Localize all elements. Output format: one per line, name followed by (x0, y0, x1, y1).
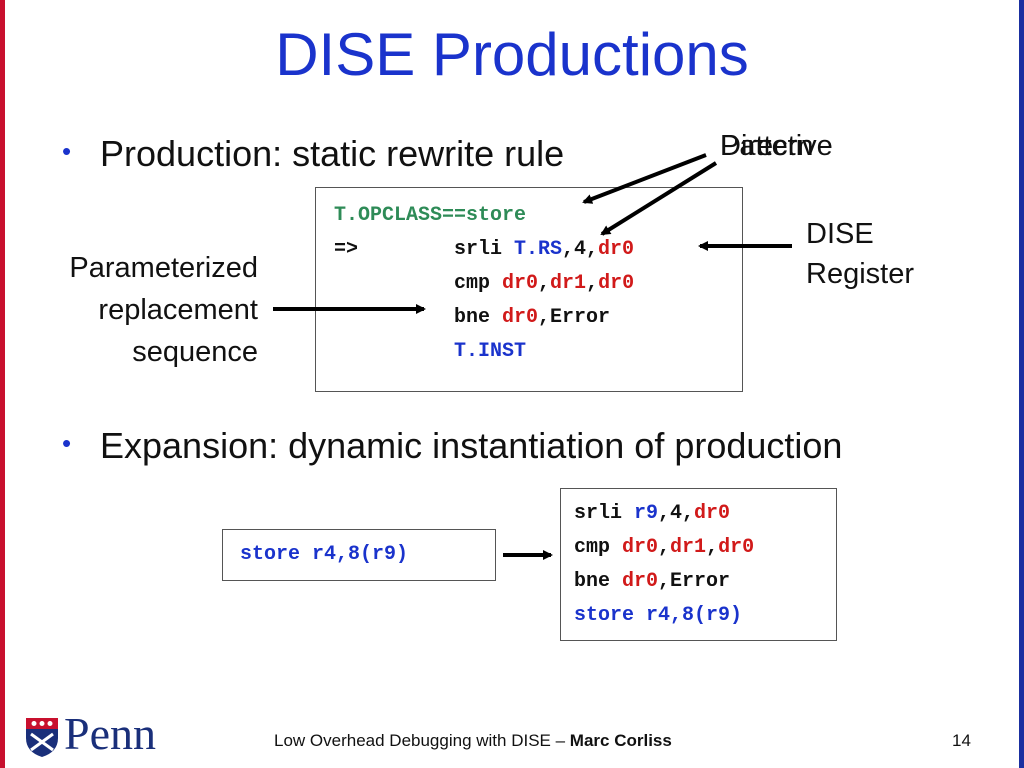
label-dise-register-line2: Register (806, 258, 914, 290)
label-directive: Directive (720, 130, 833, 162)
code-register: dr0 (622, 570, 659, 593)
code-register: dr0 (622, 536, 659, 559)
code-text: , (706, 536, 719, 559)
code-text: ,4, (562, 238, 599, 261)
code-op: srli (454, 238, 515, 261)
code-register: dr1 (550, 272, 587, 295)
code-register: dr0 (598, 238, 635, 261)
slide-title: DISE Productions (275, 21, 749, 88)
footer-talk-title: Low Overhead Debugging with DISE – (274, 731, 570, 750)
production-line-cmp: cmp dr0,dr1,dr0 (454, 272, 634, 295)
code-text: ,Error (538, 306, 611, 329)
penn-shield-icon (26, 718, 58, 757)
code-register: dr0 (502, 272, 539, 295)
expansion-line-bne: bne dr0,Error (574, 570, 730, 593)
code-text: ,Error (658, 570, 731, 593)
bullet-expansion: Expansion: dynamic instantiation of prod… (100, 425, 843, 466)
code-register: dr0 (694, 502, 731, 525)
code-op: srli (574, 502, 635, 525)
code-op: bne (454, 306, 503, 329)
code-op: cmp (574, 536, 623, 559)
label-dise-register-line1: DISE (806, 218, 874, 250)
code-param-trs: T.RS (514, 238, 563, 261)
production-box: T.OPCLASS==store => srli T.RS,4,dr0 cmp … (315, 187, 743, 392)
code-text: , (658, 536, 671, 559)
production-pattern: T.OPCLASS==store (334, 204, 527, 227)
footer-author: Marc Corliss (569, 731, 672, 750)
code-op: cmp (454, 272, 503, 295)
penn-wordmark: Penn (64, 708, 156, 759)
label-pattern: Pattern (720, 130, 814, 162)
code-register: dr0 (598, 272, 635, 295)
label-replacement-line1: Parameterized (69, 252, 258, 284)
penn-logo: Penn (24, 708, 184, 760)
trigger-instruction: store r4,8(r9) (240, 543, 409, 566)
arrow-pattern (582, 153, 707, 204)
label-dise-register: DISE Register (806, 214, 914, 294)
bullet-dot: • (62, 136, 72, 166)
label-replacement-line3: sequence (132, 336, 258, 368)
code-param-r9: r9 (634, 502, 659, 525)
code-text: , (586, 272, 599, 295)
expansion-line-srli: srli r9,4,dr0 (574, 502, 730, 525)
production-line-tinst: T.INST (454, 340, 527, 363)
expansion-box: srli r9,4,dr0 cmp dr0,dr1,dr0 bne dr0,Er… (560, 488, 837, 641)
production-line-srli: srli T.RS,4,dr0 (454, 238, 634, 261)
production-arrow: => (334, 238, 359, 261)
right-accent-bar (1019, 0, 1024, 768)
page-number: 14 (952, 731, 971, 750)
bullet-dot: • (62, 428, 72, 458)
footer-caption: Low Overhead Debugging with DISE – Marc … (274, 731, 672, 751)
code-register: dr1 (670, 536, 707, 559)
left-accent-bar (0, 0, 5, 768)
label-replacement-sequence: Parameterized replacement sequence (20, 247, 258, 373)
bullet-production: Production: static rewrite rule (100, 133, 565, 174)
code-text: ,4, (658, 502, 695, 525)
code-op: bne (574, 570, 623, 593)
code-register: dr0 (718, 536, 755, 559)
arrow-directive (600, 161, 718, 236)
code-text: , (538, 272, 551, 295)
production-line-bne: bne dr0,Error (454, 306, 610, 329)
trigger-box: store r4,8(r9) (222, 529, 496, 581)
expansion-line-cmp: cmp dr0,dr1,dr0 (574, 536, 754, 559)
expansion-line-store: store r4,8(r9) (574, 604, 743, 627)
code-register: dr0 (502, 306, 539, 329)
label-replacement-line2: replacement (98, 294, 258, 326)
